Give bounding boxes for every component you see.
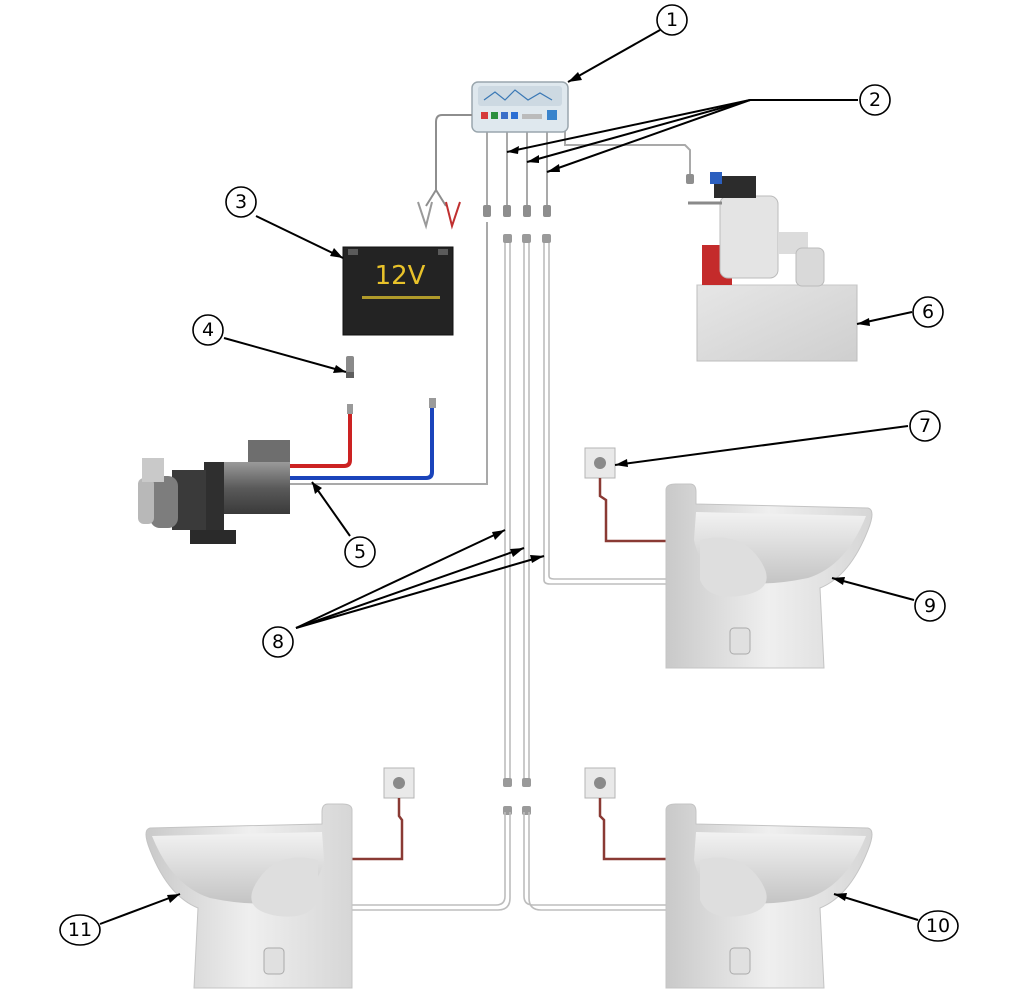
callout-10-label: 10 <box>926 915 950 937</box>
callout-11: 11 <box>59 914 101 946</box>
holding-tank <box>688 172 858 362</box>
callout-8: 8 <box>262 626 294 658</box>
callout-3-label: 3 <box>235 191 247 213</box>
toilet-lower-right <box>665 803 873 989</box>
callouts: 1 2 3 4 5 6 7 8 <box>59 4 959 946</box>
float-switch <box>346 356 354 378</box>
battery-voltage-label: 12V <box>375 261 426 291</box>
callout-7: 7 <box>909 410 941 442</box>
pipe-network <box>290 125 694 911</box>
macerator-pump <box>138 398 436 544</box>
callout-3: 3 <box>225 186 257 218</box>
callout-5: 5 <box>344 536 376 568</box>
callout-2: 2 <box>859 84 891 116</box>
callout-2-label: 2 <box>869 89 881 111</box>
callout-4-label: 4 <box>202 319 214 341</box>
toilet-lower-left <box>145 803 353 989</box>
callout-7-label: 7 <box>919 415 931 437</box>
callout-8-label: 8 <box>272 631 284 653</box>
battery-12v: 12V <box>342 246 454 336</box>
callout-1: 1 <box>656 4 688 36</box>
control-unit <box>417 81 569 230</box>
callout-11-label: 11 <box>68 919 92 941</box>
callout-6: 6 <box>912 296 944 328</box>
flush-switch-lower-left <box>350 767 415 861</box>
flush-switch-upper <box>584 447 668 543</box>
callout-9: 9 <box>914 590 946 622</box>
toilet-upper-right <box>665 483 873 669</box>
callout-5-label: 5 <box>354 541 366 563</box>
callout-6-label: 6 <box>922 301 934 323</box>
flush-switch-lower-right <box>584 767 668 861</box>
callout-1-label: 1 <box>666 9 678 31</box>
callout-10: 10 <box>917 910 959 942</box>
leader-lines <box>99 29 919 925</box>
callout-9-label: 9 <box>924 595 936 617</box>
callout-4: 4 <box>192 314 224 346</box>
